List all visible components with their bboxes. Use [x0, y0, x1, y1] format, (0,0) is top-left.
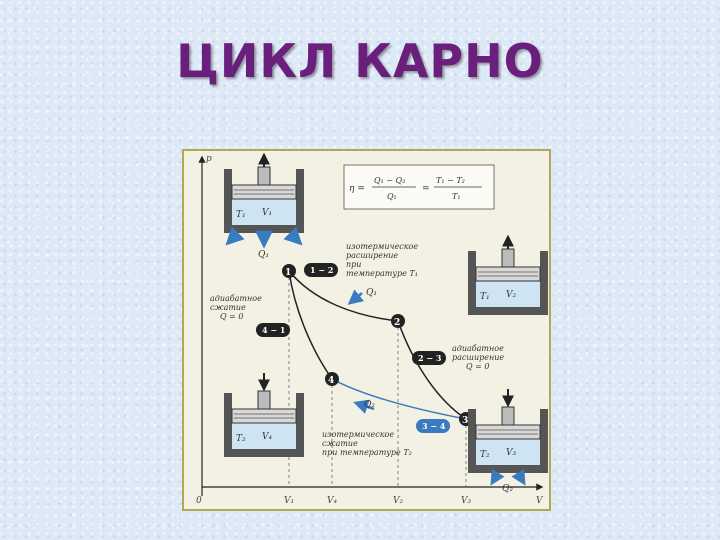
svg-text:2: 2	[394, 318, 400, 328]
svg-text:1: 1	[285, 268, 291, 278]
heat-out-arrow	[353, 399, 375, 414]
isotherm-3-4	[331, 378, 467, 420]
tick-v2: V₂	[393, 496, 403, 506]
heat-out-label: Q₂	[364, 400, 375, 410]
svg-text:Q₁ − Q₂: Q₁ − Q₂	[374, 176, 405, 185]
svg-text:T₁ − T₂: T₁ − T₂	[436, 176, 465, 185]
svg-text:T₂: T₂	[480, 450, 490, 460]
adiabat-2-3	[397, 320, 467, 420]
p-axis-label: p	[206, 154, 212, 164]
stage-tag-1-2: 1 − 2	[304, 263, 338, 277]
svg-text:3 − 4: 3 − 4	[422, 421, 446, 431]
svg-text:расширение: расширение	[452, 353, 504, 362]
stage-1-2-desc: изотермическое расширение при температур…	[346, 242, 418, 278]
stage-4-1-desc: адиабатное сжатие Q = 0	[210, 294, 262, 321]
stage-tag-3-4: 3 − 4	[416, 419, 450, 433]
svg-text:2 − 3: 2 − 3	[418, 353, 442, 363]
svg-text:Q₁: Q₁	[258, 250, 269, 260]
svg-text:T₁: T₁	[236, 210, 246, 220]
svg-text:=: =	[422, 184, 430, 194]
svg-text:адиабатное: адиабатное	[210, 294, 262, 303]
cylinder-state-1: T₁ V₁ Q₁	[223, 152, 305, 260]
svg-text:расширение: расширение	[346, 251, 398, 260]
svg-text:1 − 2: 1 − 2	[310, 265, 333, 275]
svg-text:при: при	[346, 260, 361, 269]
svg-text:η =: η =	[349, 184, 365, 194]
svg-text:сжатие: сжатие	[322, 439, 358, 448]
svg-text:температуре T₁: температуре T₁	[346, 269, 418, 278]
tick-v4: V₄	[327, 496, 337, 506]
adiabat-4-1	[288, 270, 333, 380]
tick-v3: V₃	[461, 496, 471, 506]
svg-text:при температуре T₂: при температуре T₂	[322, 448, 412, 457]
svg-text:T₁: T₁	[452, 192, 461, 201]
svg-text:4 − 1: 4 − 1	[262, 325, 285, 335]
svg-text:Q = 0: Q = 0	[466, 362, 489, 371]
point-2: 2	[391, 314, 405, 328]
cylinder-state-4: T₂ V₄	[223, 373, 305, 458]
point-1: 1	[282, 264, 296, 278]
svg-text:изотермическое: изотермическое	[346, 242, 418, 251]
svg-text:T₂: T₂	[236, 434, 246, 444]
stage-tag-2-3: 2 − 3	[412, 351, 446, 365]
point-4: 4	[325, 372, 339, 386]
carnot-diagram-frame: p V 0 V₁ V₄ V₂ V₃ η = Q₁ − Q₂ Q₁ = T₁ − …	[182, 149, 551, 511]
svg-text:изотермическое: изотермическое	[322, 430, 394, 439]
svg-text:V₃: V₃	[506, 448, 516, 458]
svg-text:Q = 0: Q = 0	[220, 312, 243, 321]
stage-3-4-desc: изотермическое сжатие при температуре T₂	[322, 430, 412, 457]
cylinder-state-2: T₁ V₂	[467, 234, 549, 316]
svg-text:Q₁: Q₁	[387, 192, 397, 201]
isotherm-1-2	[288, 270, 399, 322]
svg-text:4: 4	[328, 376, 334, 386]
stage-tag-4-1: 4 − 1	[256, 323, 290, 337]
origin-label: 0	[196, 496, 202, 506]
svg-text:V₁: V₁	[262, 208, 272, 218]
svg-text:V₄: V₄	[262, 432, 272, 442]
efficiency-formula: η = Q₁ − Q₂ Q₁ = T₁ − T₂ T₁	[343, 164, 495, 210]
heat-in-arrow	[347, 289, 365, 305]
svg-text:V₂: V₂	[506, 290, 516, 300]
heat-in-label: Q₁	[366, 288, 377, 298]
carnot-diagram: p V 0 V₁ V₄ V₂ V₃ η = Q₁ − Q₂ Q₁ = T₁ − …	[196, 152, 549, 506]
cylinder-state-3: T₂ V₃ Q₂	[467, 389, 549, 494]
tick-v1: V₁	[284, 496, 294, 506]
svg-text:сжатие: сжатие	[210, 303, 246, 312]
slide-title: ЦИКЛ КАРНО	[176, 34, 544, 88]
v-axis-label: V	[536, 496, 544, 506]
svg-text:3: 3	[462, 416, 468, 426]
svg-text:Q₂: Q₂	[502, 484, 513, 494]
stage-2-3-desc: адиабатное расширение Q = 0	[452, 344, 504, 371]
svg-text:T₁: T₁	[480, 292, 490, 302]
svg-text:адиабатное: адиабатное	[452, 344, 504, 353]
